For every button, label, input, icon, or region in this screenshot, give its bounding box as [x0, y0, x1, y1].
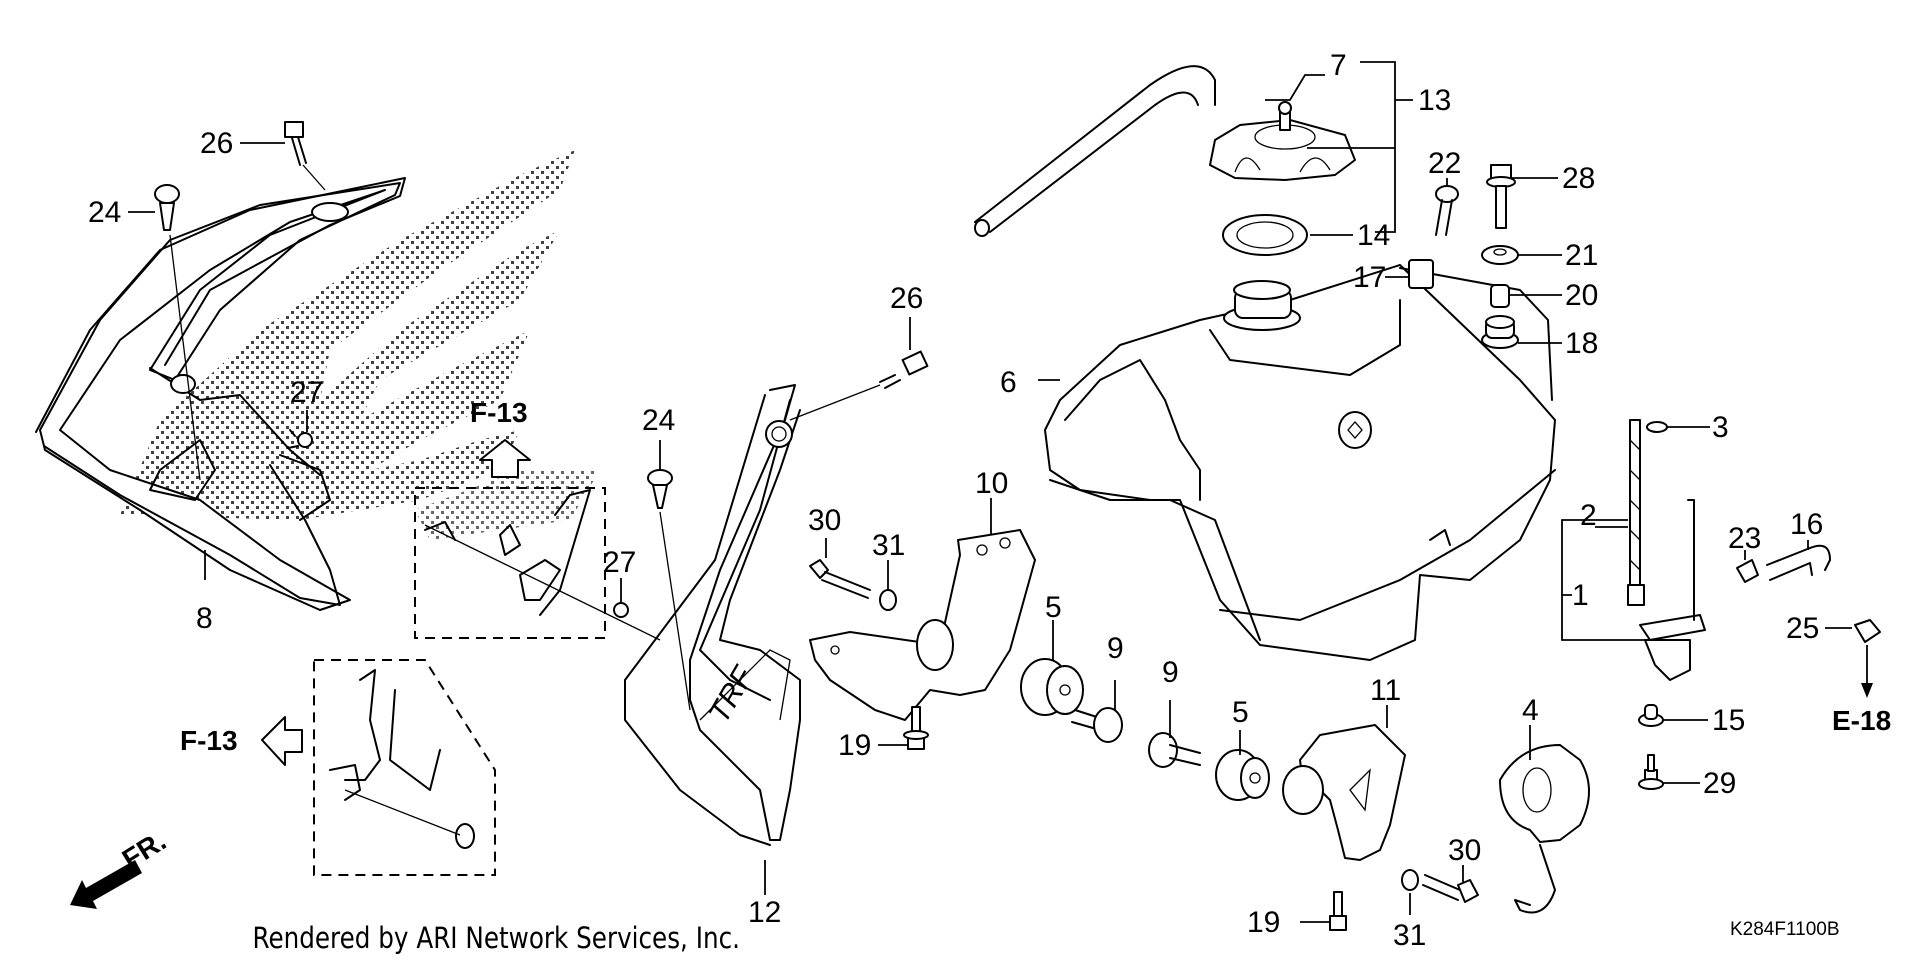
- callout-19-left[interactable]: 19: [838, 729, 871, 762]
- callout-26-mid[interactable]: 26: [890, 282, 923, 315]
- callout-10[interactable]: 10: [975, 467, 1008, 500]
- callout-17[interactable]: 17: [1353, 261, 1386, 294]
- fuel-cap-drawing: [1209, 101, 1356, 181]
- reference-f13-left[interactable]: F-13: [180, 716, 303, 766]
- callout-9-right[interactable]: 9: [1162, 656, 1179, 689]
- callout-25[interactable]: 25: [1786, 612, 1819, 645]
- leader-lines: [128, 61, 1852, 923]
- callout-7[interactable]: 7: [1330, 49, 1347, 82]
- diagram-code: K284F1100B: [1730, 919, 1840, 940]
- callouts: 1 2 3 4 5 5 6 7 8 9 9 10 11 12 13 14 15 …: [88, 49, 1823, 952]
- reference-e18[interactable]: E-18: [1832, 705, 1891, 736]
- callout-24-mid[interactable]: 24: [642, 404, 675, 437]
- arrow-left-icon: [261, 716, 303, 766]
- callout-20[interactable]: 20: [1565, 279, 1598, 312]
- callout-5-right[interactable]: 5: [1232, 696, 1249, 729]
- reference-f13-up[interactable]: F-13: [470, 397, 531, 478]
- callout-29[interactable]: 29: [1703, 767, 1736, 800]
- callout-3[interactable]: 3: [1712, 411, 1729, 444]
- fasteners-mid: [154, 121, 929, 711]
- callout-19-right[interactable]: 19: [1247, 906, 1280, 939]
- callout-21[interactable]: 21: [1565, 239, 1598, 272]
- hardware-top-right: [1408, 164, 1668, 433]
- ref-f13-up-label[interactable]: F-13: [470, 397, 528, 428]
- callout-6[interactable]: 6: [1000, 366, 1017, 399]
- callout-14[interactable]: 14: [1357, 219, 1390, 252]
- front-indicator: FR.: [70, 825, 171, 909]
- callout-22[interactable]: 22: [1428, 147, 1461, 180]
- decal-text: TRF: [702, 660, 761, 728]
- callout-26-top[interactable]: 26: [200, 127, 233, 160]
- callout-31-right[interactable]: 31: [1393, 919, 1426, 952]
- callout-28[interactable]: 28: [1562, 162, 1595, 195]
- callout-30-left[interactable]: 30: [808, 504, 841, 537]
- shroud-left-drawing: TRF: [624, 384, 801, 846]
- callout-2[interactable]: 2: [1580, 499, 1597, 532]
- shroud-mount-detail-upper: [424, 489, 661, 641]
- breather-tube-drawing: [974, 65, 1216, 237]
- callout-4[interactable]: 4: [1522, 694, 1539, 727]
- callout-12[interactable]: 12: [748, 896, 781, 929]
- bracket-right-drawing: [1282, 724, 1479, 931]
- cap-gasket-drawing: [1222, 214, 1308, 256]
- callout-31-left[interactable]: 31: [872, 529, 905, 562]
- callout-27-left[interactable]: 27: [290, 376, 323, 409]
- fuel-tank-drawing: [1044, 264, 1556, 661]
- ref-f13-left-label[interactable]: F-13: [180, 725, 238, 756]
- fuel-tank-band-drawing: [1499, 744, 1590, 914]
- callout-13[interactable]: 13: [1418, 84, 1451, 117]
- callout-18[interactable]: 18: [1565, 327, 1598, 360]
- callout-8[interactable]: 8: [196, 602, 213, 635]
- arrow-up-icon: [479, 439, 531, 478]
- callout-23[interactable]: 23: [1728, 522, 1761, 555]
- arrow-down-icon: [1861, 683, 1873, 698]
- detail-box-upper: [414, 487, 606, 639]
- fuel-valve-drawing: [1627, 419, 1881, 790]
- callout-9-left[interactable]: 9: [1107, 632, 1124, 665]
- detail-box-lower: [313, 659, 496, 876]
- mounts-drawing: [1020, 658, 1270, 801]
- callout-15[interactable]: 15: [1712, 704, 1745, 737]
- ref-e18-label[interactable]: E-18: [1832, 705, 1891, 736]
- callout-1[interactable]: 1: [1572, 579, 1589, 612]
- callout-16[interactable]: 16: [1790, 508, 1823, 541]
- callout-30-right[interactable]: 30: [1448, 834, 1481, 867]
- credit-text: Rendered by ARI Network Services, Inc.: [252, 922, 740, 955]
- shroud-mount-detail-lower: [329, 669, 475, 849]
- shroud-right-drawing: [35, 177, 406, 611]
- front-arrow-icon: [70, 860, 142, 909]
- callout-24-top[interactable]: 24: [88, 196, 121, 229]
- callout-11[interactable]: 11: [1370, 674, 1401, 707]
- callout-5-left[interactable]: 5: [1045, 591, 1062, 624]
- bracket-left-drawing: [809, 529, 1036, 750]
- callout-27-mid[interactable]: 27: [603, 546, 636, 579]
